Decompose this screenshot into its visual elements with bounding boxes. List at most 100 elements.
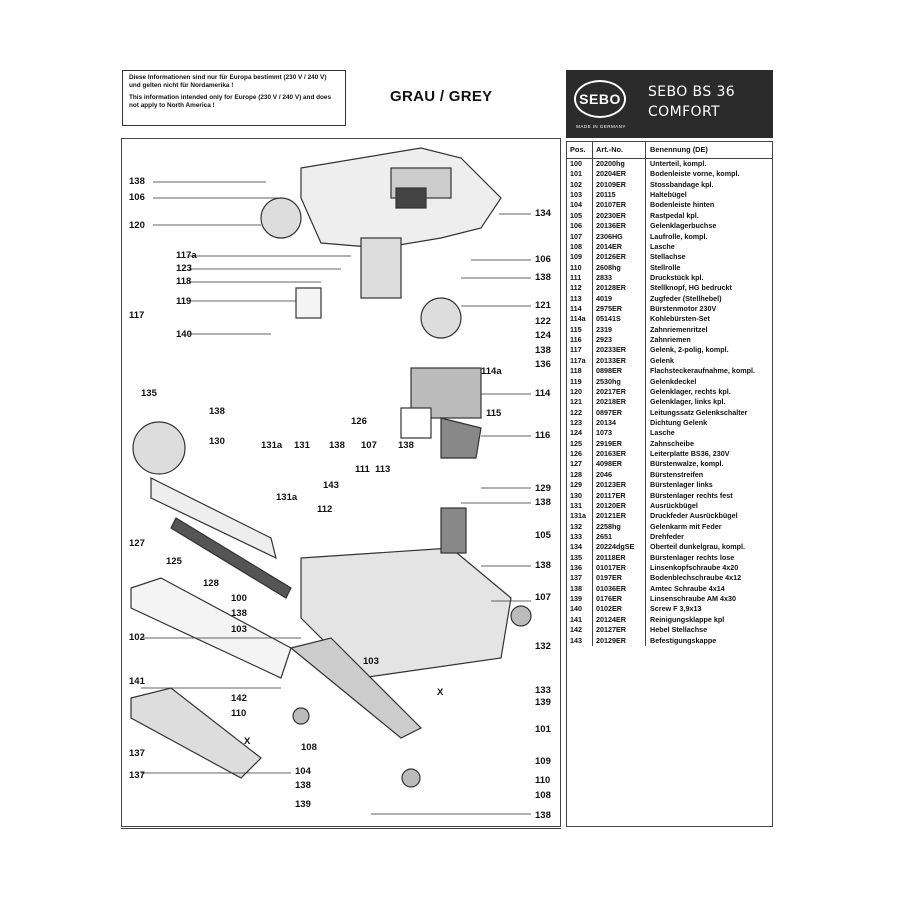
cell-pos: 118 (567, 366, 593, 377)
callout-label: 141 (129, 676, 146, 687)
part-brush-roll (150, 477, 277, 560)
cell-name: Oberteil dunkelgrau, kompl. (650, 542, 746, 552)
cell-art-no: 20233ER (593, 345, 646, 356)
sebo-logo: SEBO (574, 80, 626, 118)
cell-name: Laufrolle, kompl. (650, 231, 708, 241)
part-joint (360, 237, 402, 299)
cell-pos: 108 (567, 241, 593, 253)
cell-name: Lasche (650, 241, 675, 251)
cell-name: Bürstenwalze, kompl. (650, 459, 724, 469)
cell-pos: 110 (567, 262, 593, 273)
callout-label: 122 (535, 316, 551, 327)
callout-label: 131a (261, 440, 283, 451)
part-pedal (440, 507, 467, 554)
callout-label: 138 (295, 780, 311, 791)
cell-name: Bodenleiste vorne, kompl. (650, 169, 740, 179)
cell-pos: 139 (567, 594, 593, 605)
callout-label: 115 (486, 408, 502, 419)
callout-label: 114 (535, 388, 551, 399)
cell-art-no: 05141S (593, 314, 646, 325)
cell-pos: 106 (567, 221, 593, 232)
cell-art-no: 20124ER (593, 614, 646, 626)
cell-art-no: 2014ER (593, 241, 646, 253)
cell-art-no: 0102ER (593, 604, 646, 615)
cell-art-no: 0197ER (593, 573, 646, 584)
cell-name: Hebel Stellachse (650, 625, 708, 635)
callout-label: 125 (166, 556, 183, 567)
callout-label: 110 (535, 775, 550, 786)
callout-label: 103 (231, 624, 247, 635)
cell-pos: 119 (567, 376, 593, 387)
cell-pos: 122 (567, 407, 593, 418)
cell-art-no: 20163ER (593, 449, 646, 460)
cell-art-no: 20115 (593, 190, 646, 201)
cell-pos: 123 (567, 417, 593, 429)
callout-label: 104 (295, 766, 312, 777)
cell-name: Leiterplatte BS36, 230V (650, 449, 730, 459)
callout-label: 110 (231, 708, 246, 719)
cell-name: Gelenk, 2-polig, kompl. (650, 345, 729, 355)
part-brush-strip (170, 517, 292, 599)
callout-label: 107 (361, 440, 377, 451)
cell-name: Linsenkopfschraube 4x20 (650, 563, 739, 573)
cell-name: Zahnscheibe (650, 438, 694, 448)
cell-art-no: 20217ER (593, 386, 646, 398)
header-art-no: Art.-No. (593, 142, 646, 158)
cell-art-no: 20126ER (593, 252, 646, 263)
callout-label: 126 (351, 416, 367, 427)
cell-pos: 113 (567, 293, 593, 305)
cell-art-no: 0897ER (593, 407, 646, 418)
exploded-diagram: 138106120117a123118119117140134106138121… (129, 147, 552, 821)
callout-label: 129 (535, 483, 551, 494)
cell-name: Rastpedal kpl. (650, 210, 699, 220)
callout-label: 138 (535, 345, 551, 356)
callout-label: 124 (535, 330, 552, 341)
cell-pos: 112 (567, 283, 593, 294)
callout-label: 137 (129, 748, 145, 759)
cell-art-no: 20107ER (593, 200, 646, 211)
cell-name: Bodenleiste hinten (650, 200, 715, 210)
cell-pos: 114 (567, 304, 593, 315)
cell-art-no: 20200hg (593, 159, 646, 170)
cell-name: Gelenkarm mit Feder (650, 521, 722, 531)
callout-label: 139 (535, 697, 551, 708)
header-name: Benennung (DE) (650, 145, 708, 154)
callout-label: X (437, 687, 444, 698)
cell-art-no: 01017ER (593, 563, 646, 574)
cell-pos: 134 (567, 542, 593, 553)
cell-art-no: 2306HG (593, 231, 646, 242)
cell-art-no: 20134 (593, 417, 646, 429)
label-layer: 138106120117a123118119117140134106138121… (129, 176, 552, 821)
callout-label: 138 (329, 440, 345, 451)
callout-label: 132 (535, 641, 551, 652)
callout-label: 117a (176, 250, 197, 261)
part-top-label (395, 187, 427, 209)
cell-name: Haltebügel (650, 190, 687, 200)
model-name: SEBO BS 36 (648, 84, 736, 100)
cell-art-no: 2530hg (593, 376, 646, 387)
cell-pos: 109 (567, 252, 593, 263)
cell-pos: 137 (567, 573, 593, 584)
cell-pos: 132 (567, 521, 593, 532)
cell-pos: 136 (567, 563, 593, 574)
cell-name: Druckfeder Ausrückbügel (650, 511, 738, 521)
callout-label: 108 (301, 742, 317, 753)
cell-pos: 103 (567, 190, 593, 201)
cell-name: Flachsteckeraufnahme, kompl. (650, 366, 756, 376)
